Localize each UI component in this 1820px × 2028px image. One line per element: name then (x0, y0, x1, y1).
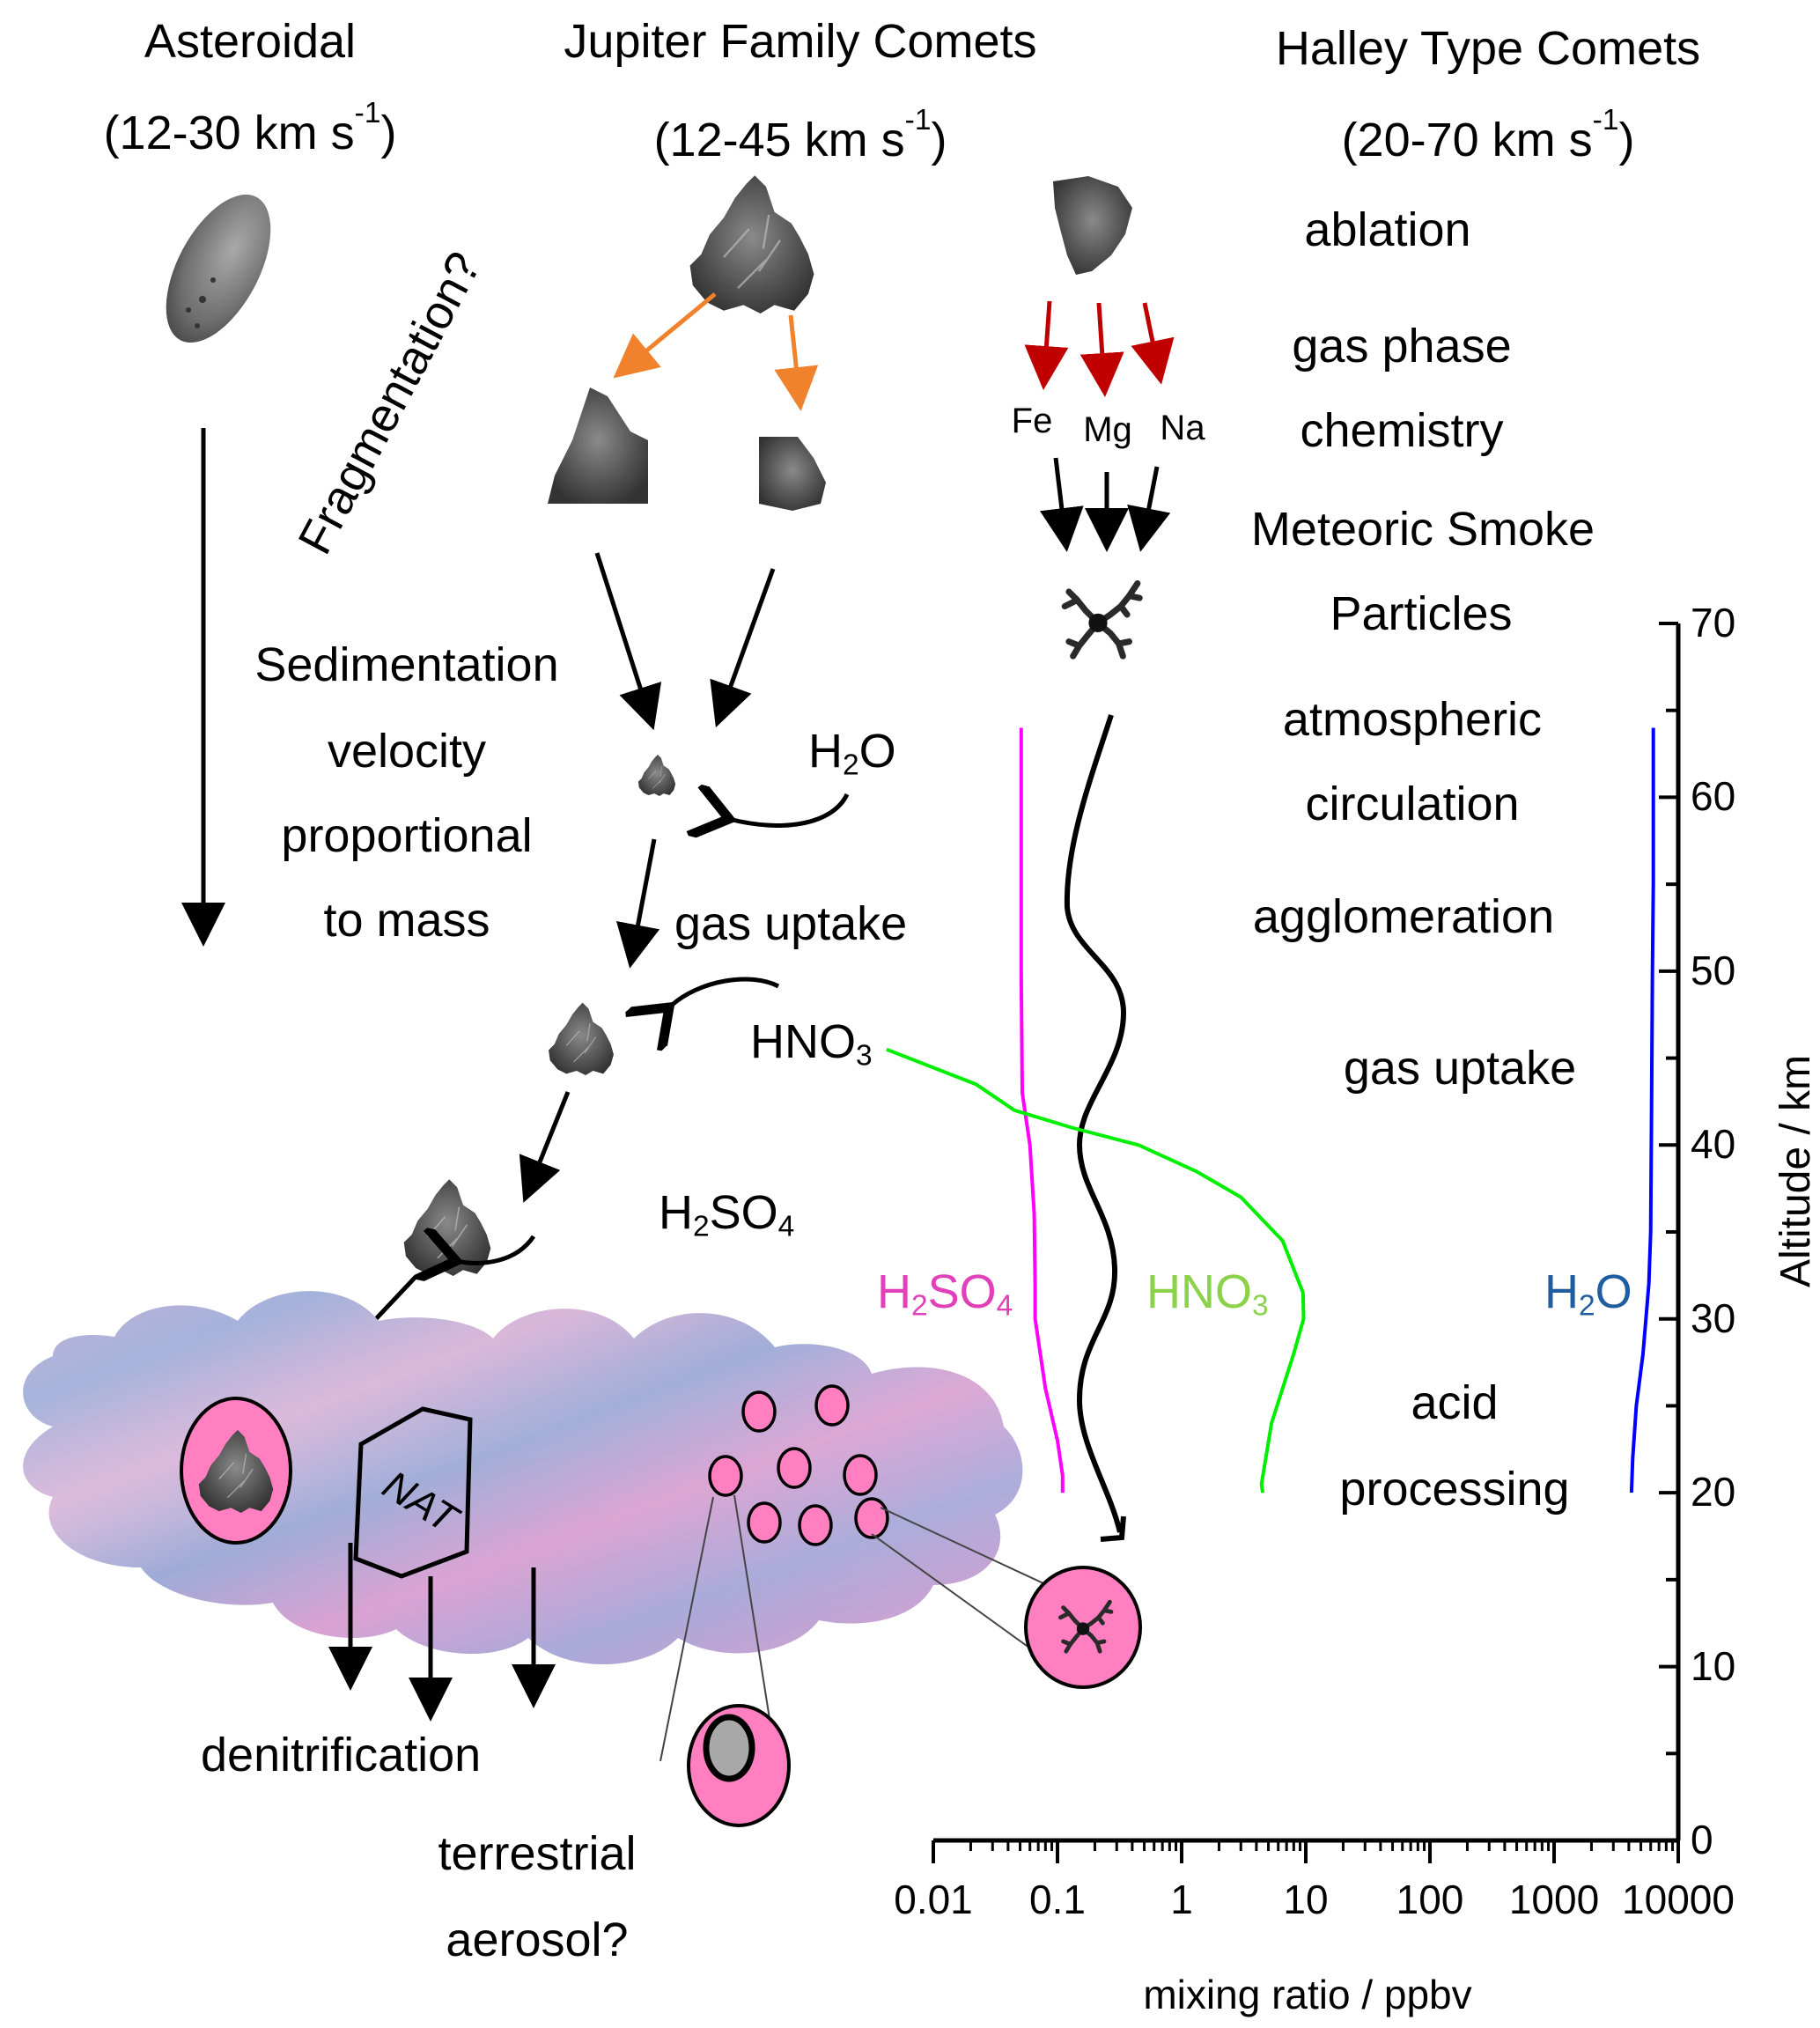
htc-title: Halley Type Comets (1275, 22, 1701, 75)
y-tick-label: 60 (1691, 773, 1736, 820)
meteoric-smoke-particle-icon (1065, 584, 1139, 657)
droplet (747, 1501, 782, 1544)
y-tick-label: 40 (1691, 1121, 1736, 1168)
jfc-speed: (12-45 km s-1) (653, 104, 947, 167)
step-ablation: ablation (1304, 203, 1471, 256)
gas-uptake-left-label: gas uptake (674, 897, 908, 950)
jfc-parent-particle-icon (689, 173, 815, 313)
sulfate-droplets (708, 1384, 889, 1546)
y-tick-label: 10 (1691, 1642, 1736, 1689)
asteroidal-title: Asteroidal (144, 15, 357, 68)
particle-fall-arrow-1 (615, 838, 660, 969)
h2so4-uptake-label: H2SO4 (659, 1186, 795, 1243)
terrestrial-label: terrestrial (438, 1827, 637, 1880)
step-chemistry: chemistry (1300, 404, 1504, 457)
y-tick-label: 30 (1691, 1294, 1736, 1341)
smoke-transport-arrowhead (1100, 1515, 1126, 1542)
na-arrow (1131, 302, 1175, 385)
fe-arrow (1024, 300, 1069, 390)
mixing-ratio-profile-chart (886, 622, 1681, 1863)
jfc-title: Jupiter Family Comets (564, 15, 1037, 68)
legend-h2so4: H2SO4 (877, 1265, 1013, 1323)
mg-arrow (1079, 302, 1124, 397)
fragment-fall-arrow-left (594, 552, 662, 731)
fe-smoke-arrow (1040, 457, 1084, 552)
step-acid: acid (1411, 1376, 1499, 1429)
droplet (854, 1497, 889, 1539)
y-tick-label: 70 (1691, 600, 1736, 645)
x-tick-label: 0.01 (894, 1877, 973, 1922)
sedimentation-line-2: velocity (327, 725, 487, 778)
x-tick-label: 100 (1396, 1877, 1464, 1922)
nat-crystal-hexagon (353, 1406, 473, 1579)
x-tick-label: 0.1 (1029, 1877, 1086, 1922)
droplet (741, 1390, 777, 1433)
step-processing: processing (1339, 1463, 1570, 1515)
x-tick-label: 1 (1170, 1877, 1193, 1922)
na-label: Na (1160, 409, 1205, 447)
step-particles: Particles (1330, 587, 1513, 640)
legend-h2o: H2O (1544, 1265, 1632, 1323)
y-tick-label: 0 (1691, 1817, 1713, 1862)
hno3-uptake-arrow (669, 977, 780, 1007)
x-tick-label: 1000 (1508, 1877, 1600, 1922)
droplet (708, 1455, 743, 1497)
h2o-uptake-arrow (729, 794, 850, 825)
aerosol-label: aerosol? (446, 1914, 629, 1966)
asteroid-particle-icon (166, 194, 271, 343)
series-line-h2so4 (1019, 727, 1065, 1493)
sedimentation-line-4: to mass (323, 894, 490, 947)
fragment-large-icon (548, 387, 648, 504)
step-meteoric-smoke: Meteoric Smoke (1250, 503, 1595, 556)
na-smoke-arrow (1127, 466, 1171, 552)
small-particle-icon (637, 754, 676, 797)
droplet (843, 1454, 878, 1496)
h2so4-uptake-arrow (456, 1236, 536, 1263)
htc-speed: (20-70 km s-1) (1341, 104, 1635, 167)
legend-hno3: HNO3 (1146, 1265, 1269, 1323)
y-tick-label: 50 (1691, 947, 1736, 993)
htc-particle-icon (1053, 176, 1132, 275)
smoke-transport-arrow (1064, 714, 1127, 1533)
fragment-small-icon (759, 437, 826, 511)
step-agglomeration: agglomeration (1252, 890, 1555, 943)
mg-label: Mg (1083, 410, 1132, 449)
polar-stratospheric-cloud (23, 1291, 1023, 1664)
denitrification-label: denitrification (201, 1729, 482, 1781)
fragment-fall-arrow-right (710, 568, 776, 728)
step-gas-phase: gas phase (1292, 320, 1512, 372)
step-circulation: circulation (1305, 778, 1520, 830)
y-tick-label: 20 (1691, 1469, 1736, 1515)
sedimentation-line-1: Sedimentation (254, 638, 559, 691)
terrestrial-aerosol-core (703, 1714, 755, 1782)
fe-label: Fe (1011, 402, 1053, 440)
series-line-h2o (1629, 727, 1655, 1493)
medium-particle-icon (548, 1001, 615, 1076)
droplet (798, 1504, 833, 1546)
asteroid-pits-icon (186, 277, 216, 328)
step-gas-uptake: gas uptake (1343, 1042, 1577, 1095)
droplet (814, 1384, 850, 1427)
particle-fall-arrow-2 (519, 1091, 571, 1203)
fragment-arrow-left (613, 292, 717, 379)
h2o-uptake-label: H2O (808, 725, 896, 782)
series-line-hno3 (886, 1047, 1306, 1493)
droplet (777, 1447, 812, 1489)
step-atmospheric: atmospheric (1282, 693, 1543, 746)
asteroidal-speed: (12-30 km s-1) (103, 97, 397, 160)
sedimentation-line-3: proportional (281, 809, 533, 862)
fragment-arrow-right (774, 314, 819, 411)
x-tick-label: 10 (1283, 1877, 1329, 1922)
hno3-uptake-label: HNO3 (750, 1015, 873, 1073)
y-axis-title: Altitude / km (1772, 1054, 1819, 1288)
x-tick-label: 10000 (1622, 1877, 1735, 1922)
x-axis-title: mixing ratio / ppbv (1143, 1972, 1472, 2017)
